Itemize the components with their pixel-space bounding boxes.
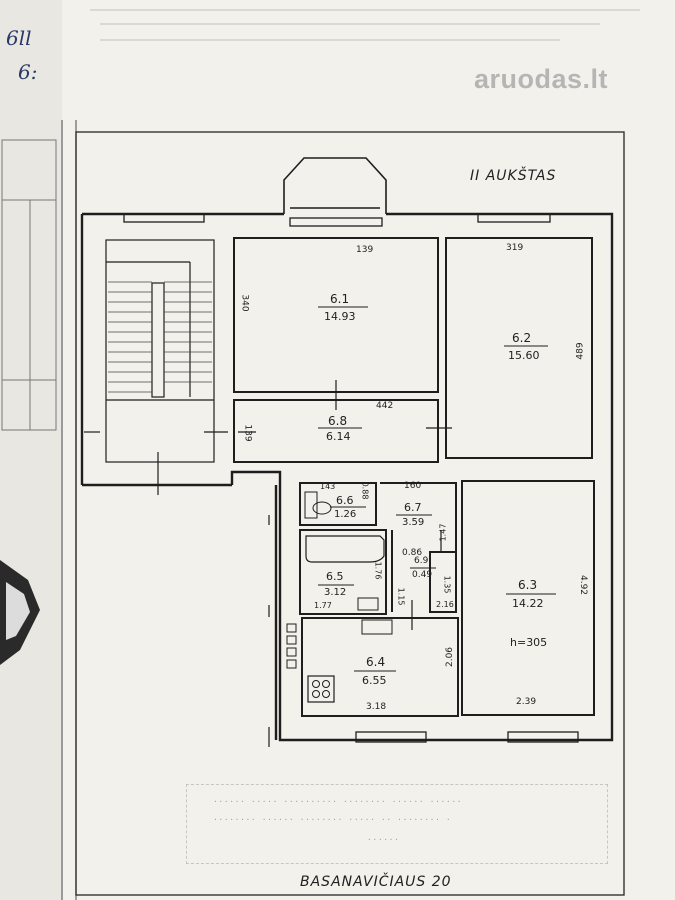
room-6-2-id: 6.2 (512, 331, 532, 345)
handwritten-note-2: 6: (18, 60, 38, 84)
room-6-5-id: 6.5 (326, 570, 344, 583)
dim-label: 2.16 (436, 600, 454, 609)
dim-label: 4.92 (578, 574, 589, 596)
room-6-1-area: 14.93 (324, 310, 356, 323)
handwritten-note-1: 6ll (6, 26, 32, 50)
room-6-6-id: 6.6 (336, 494, 354, 507)
room-6-3-area: 14.22 (512, 597, 544, 610)
room-6-1-id: 6.1 (330, 292, 350, 306)
room-6-7-area: 3.59 (402, 517, 425, 528)
dim-label: 0.86 (402, 548, 423, 558)
room-6-4-id: 6.4 (366, 655, 386, 669)
room-6-9-id: 6.9 (414, 556, 429, 566)
watermark-text: aruodas.lt (474, 64, 609, 94)
dim-label: 1.47 (438, 523, 448, 542)
room-6-9-area: 0.49 (412, 570, 433, 580)
stamp-line-3: ...... (367, 833, 400, 842)
dim-label: 2.39 (516, 697, 537, 707)
dim-label: 1.77 (314, 601, 332, 610)
dim-label: 1.35 (442, 575, 452, 594)
dim-label: 1.76 (373, 561, 383, 580)
room-6-6-area: 1.26 (334, 509, 357, 520)
floor-label: II AUKŠTAS (470, 168, 557, 184)
room-6-3-id: 6.3 (518, 578, 538, 592)
dim-label: 489 (575, 342, 586, 360)
dim-label: 319 (506, 243, 524, 253)
room-6-7-id: 6.7 (404, 501, 422, 514)
ceiling-height-label: h=305 (510, 636, 548, 649)
dim-label: 139 (356, 245, 374, 255)
stamp-line-2: ........ ...... ........ ..... .. ......… (213, 813, 452, 822)
dim-label: 160 (404, 481, 422, 491)
street-label: BASANAVIČIAUS 20 (300, 874, 452, 890)
dim-label: 0.88 (360, 481, 370, 500)
official-stamp: ...... ..... .......... ........ ...... … (186, 784, 608, 864)
stamp-line-1: ...... ..... .......... ........ ...... … (213, 795, 463, 804)
room-6-8-id: 6.8 (328, 414, 348, 428)
dim-label: 1.15 (396, 587, 406, 606)
dim-label: 340 (239, 294, 250, 312)
dim-label: 2.06 (445, 646, 456, 668)
room-6-4-area: 6.55 (362, 674, 387, 687)
room-6-5-area: 3.12 (324, 587, 347, 598)
watermark-logo: aruodas.lt (474, 64, 608, 95)
room-6-2-area: 15.60 (508, 349, 540, 362)
dim-label: 3.18 (366, 702, 387, 712)
dim-label: 139 (242, 424, 253, 442)
dim-label: 143 (320, 482, 336, 491)
room-6-8-area: 6.14 (326, 430, 351, 443)
dim-label: 442 (376, 401, 394, 411)
